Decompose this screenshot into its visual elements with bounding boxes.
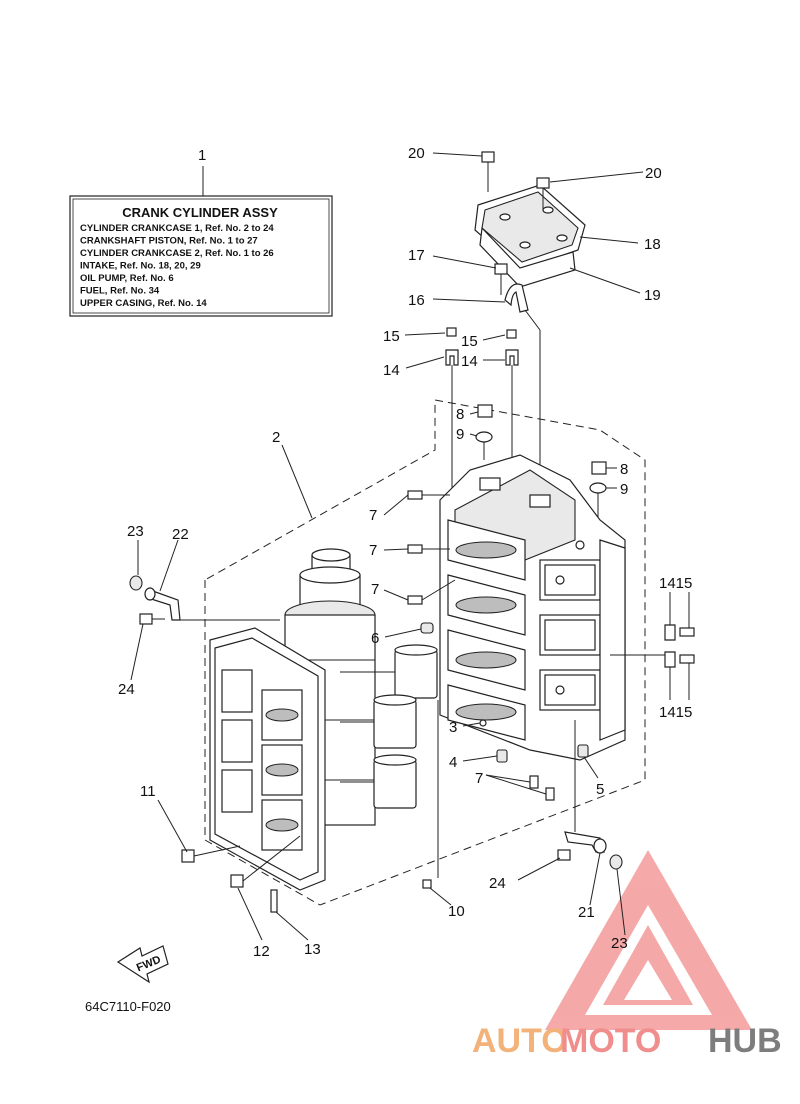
anode-21-23-24: [557, 720, 623, 870]
callout-11: 11: [140, 783, 156, 800]
callout-21: 21: [578, 904, 595, 921]
bracket-16-bolt-17: [494, 263, 541, 490]
legend-box: 1 CRANK CYLINDER ASSY CYLINDER CRANKCASE…: [69, 147, 333, 317]
bolts-11-12-13: [181, 835, 301, 913]
callout-22: 22: [172, 526, 189, 543]
callout-4: 4: [449, 754, 457, 771]
anode-22-23-24: [129, 575, 280, 625]
callout-23: 23: [611, 935, 628, 952]
intake-cover: [474, 151, 586, 288]
clip-1415: [610, 624, 695, 668]
callout-15: 15: [383, 328, 400, 345]
callout-2: 2: [272, 429, 280, 446]
callout-7: 7: [475, 770, 483, 787]
legend-line: INTAKE, Ref. No. 18, 20, 29: [80, 261, 201, 272]
callout-13: 13: [304, 941, 321, 958]
watermark-logo: [545, 850, 752, 1030]
cylinder-block-right: [439, 454, 626, 761]
callout-20: 20: [645, 165, 662, 182]
callout-9: 9: [456, 426, 464, 443]
callout-17: 17: [408, 247, 425, 264]
watermark-moto: MOTO: [560, 1022, 661, 1060]
callout-7: 7: [369, 542, 377, 559]
callout-15: 15: [461, 333, 478, 350]
callout-5: 5: [596, 781, 604, 798]
callout-7: 7: [369, 507, 377, 524]
watermark-hub: HUB: [708, 1022, 782, 1060]
callout-18: 18: [644, 236, 661, 253]
crankcase-left: [209, 627, 326, 891]
legend-ref-number: 1: [198, 147, 206, 164]
fwd-arrow-icon: FWD: [116, 945, 169, 984]
legend-line: OIL PUMP, Ref. No. 6: [80, 273, 174, 284]
clips-14-bolts-15: [445, 327, 519, 500]
callout-24: 24: [118, 681, 135, 698]
callout-7: 7: [371, 581, 379, 598]
assembly-outline: [204, 399, 646, 906]
plug-washer: [475, 404, 607, 530]
legend-line: CRANKSHAFT PISTON, Ref. No. 1 to 27: [80, 236, 258, 247]
callout-23: 23: [127, 523, 144, 540]
callout-14: 14: [461, 353, 478, 370]
callout-24: 24: [489, 875, 506, 892]
callout-8: 8: [620, 461, 628, 478]
callout-14: 14: [383, 362, 400, 379]
legend-line: FUEL, Ref. No. 34: [80, 286, 160, 297]
watermark-text: AUTO MOTO HUB: [472, 1022, 782, 1060]
legend-line: CYLINDER CRANKCASE 2, Ref. No. 1 to 26: [80, 248, 274, 259]
callout-12: 12: [253, 943, 270, 960]
legend-line: CYLINDER CRANKCASE 1, Ref. No. 2 to 24: [80, 223, 274, 234]
callout-3: 3: [449, 719, 457, 736]
callout-20: 20: [408, 145, 425, 162]
leader-lines: [130, 152, 690, 941]
callout-8: 8: [456, 406, 464, 423]
diagram-code: 64C7110-F020: [85, 999, 171, 1014]
callout-1415: 1415: [659, 575, 692, 592]
legend-line: UPPER CASING, Ref. No. 14: [80, 298, 207, 309]
callout-16: 16: [408, 292, 425, 309]
callout-6: 6: [371, 630, 379, 647]
callouts: 20 20 18 19 17 16 15 15 14 14 8 9 8 9 2 …: [118, 145, 692, 960]
callout-1415: 1415: [659, 704, 692, 721]
callout-19: 19: [644, 287, 661, 304]
callout-10: 10: [448, 903, 465, 920]
watermark-auto: AUTO: [472, 1022, 568, 1060]
callout-9: 9: [620, 481, 628, 498]
legend-title: CRANK CYLINDER ASSY: [122, 205, 278, 220]
